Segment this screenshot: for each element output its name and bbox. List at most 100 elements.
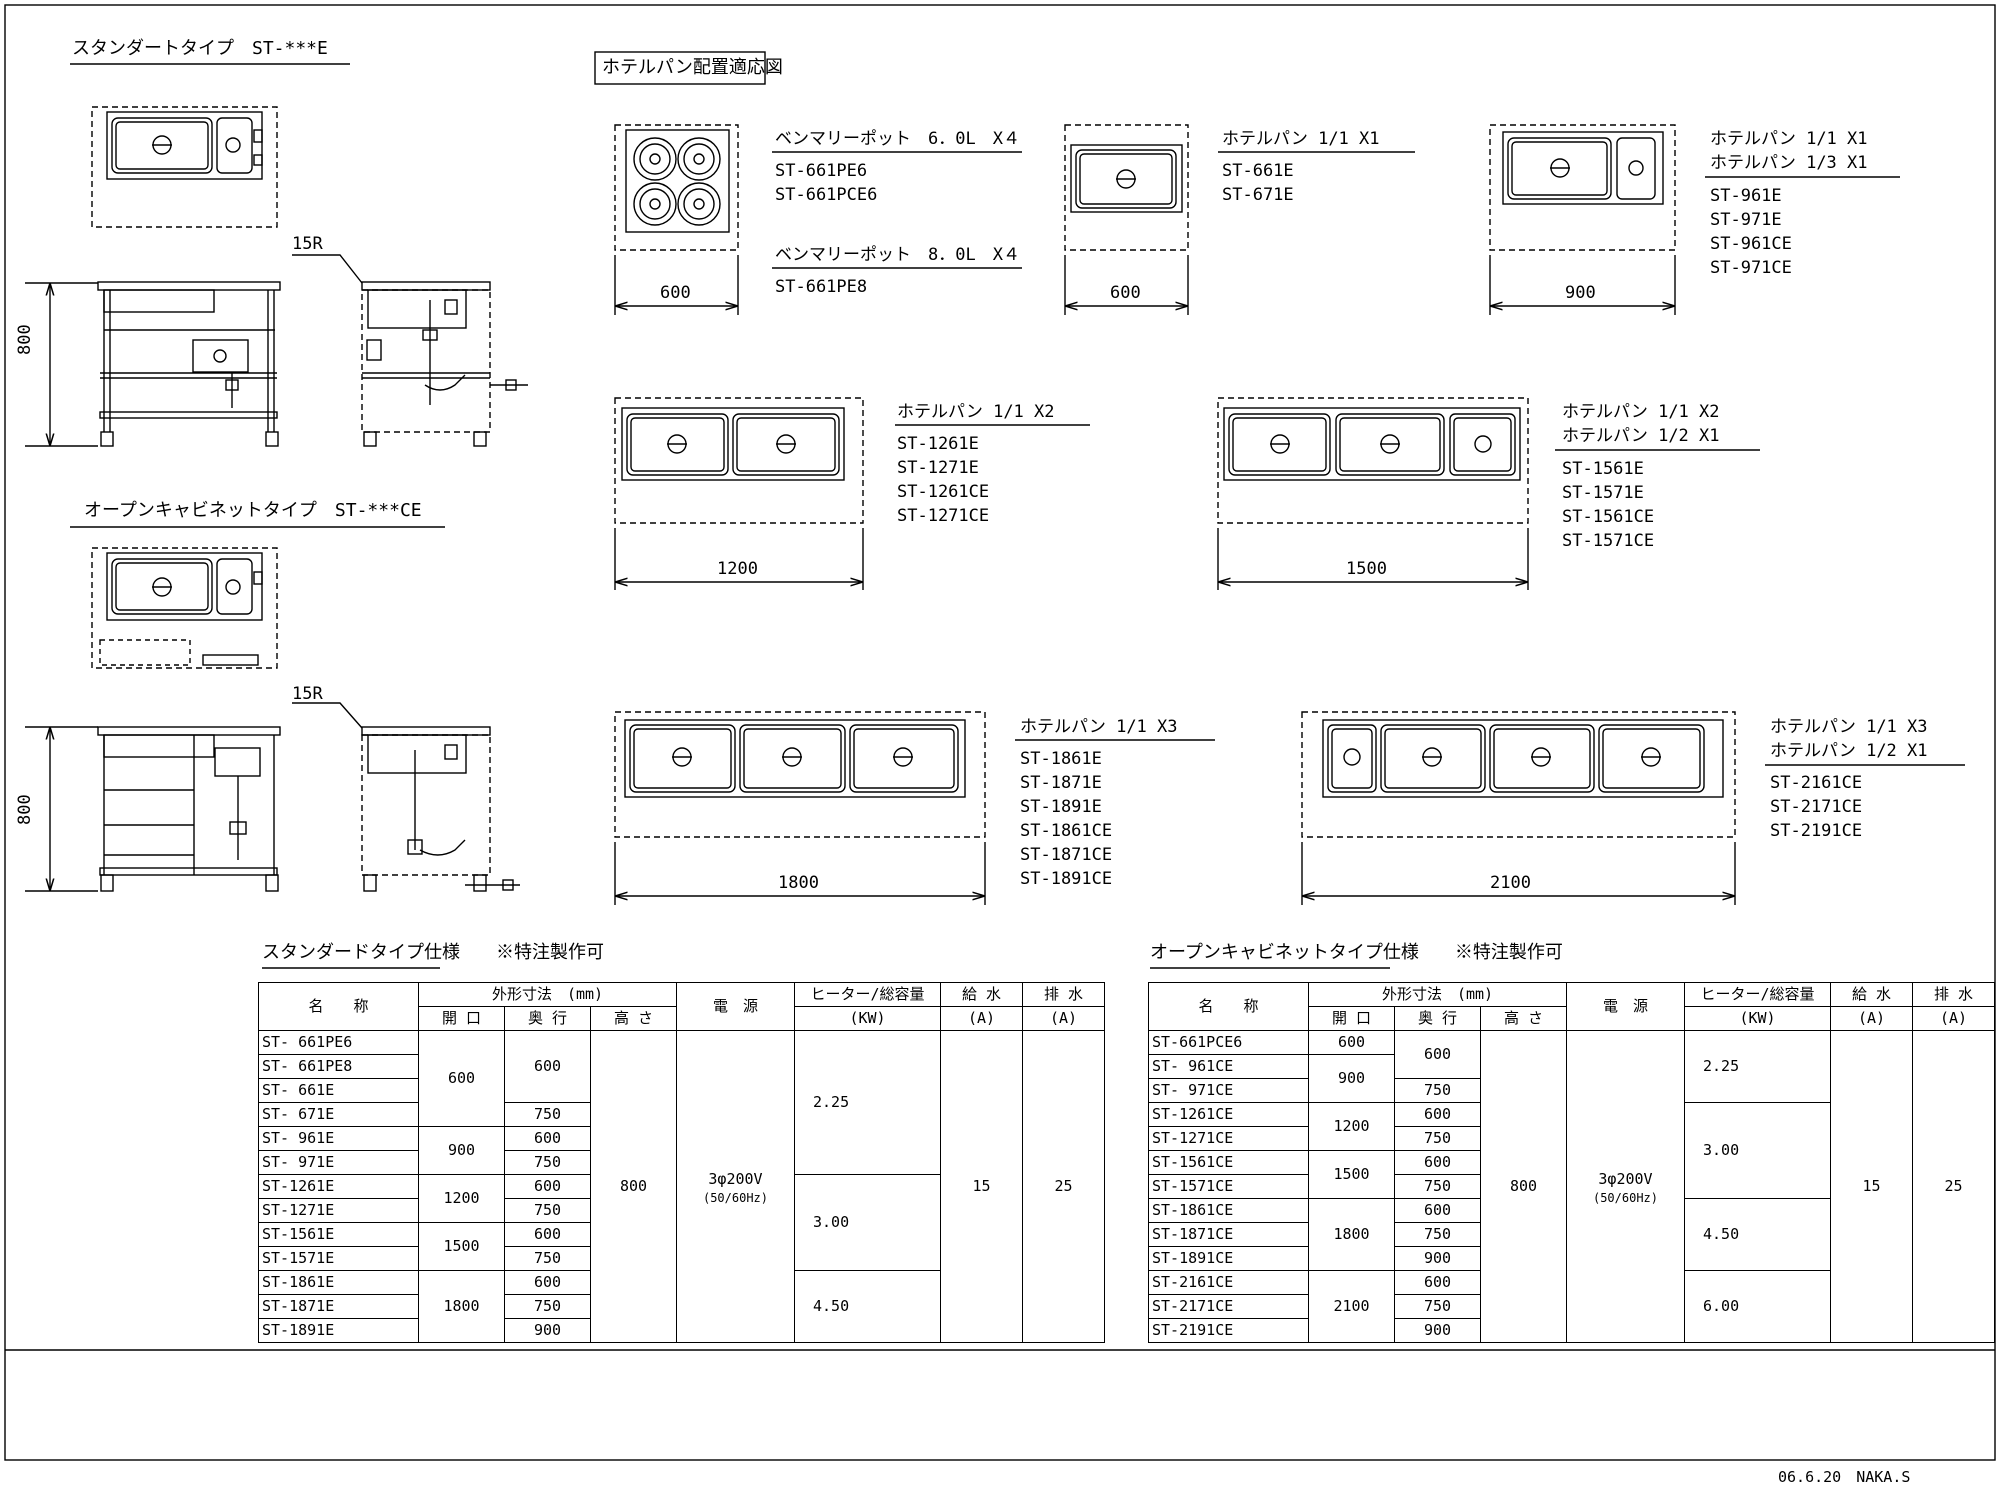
model-label: ST-1871CE: [1020, 845, 1113, 865]
header-height: 高 さ: [1480, 1006, 1567, 1031]
power-value: 3φ200V: [708, 1170, 763, 1188]
depth-cell: 600: [1394, 1270, 1481, 1295]
radius-label-standard: 15R: [292, 234, 323, 254]
model-label: ST-1861CE: [1020, 821, 1113, 841]
model-cell: ST- 661PE6: [258, 1030, 419, 1055]
drawing-stamp: 06.6.20 NAKA.S: [1778, 1468, 1911, 1486]
standard-front-view: [97, 281, 281, 447]
depth-cell: 750: [504, 1294, 591, 1319]
model-label: ST-2161CE: [1770, 773, 1863, 793]
depth-cell: 600: [504, 1030, 591, 1103]
model-label: ST-1571CE: [1562, 531, 1655, 551]
header-drain: 排 水: [1022, 982, 1105, 1007]
layout-description: ホテルパン 1/2 X1: [1770, 741, 1928, 761]
layout-width-label: 900: [1565, 283, 1596, 303]
header-drain-unit: (A): [1912, 1006, 1995, 1031]
model-label: ST-1561E: [1562, 459, 1644, 479]
layout-width-label: 2100: [1490, 873, 1531, 893]
opening-cell: 600: [1308, 1030, 1395, 1055]
model-label: ST-661PCE6: [775, 185, 878, 205]
opening-cell: 1800: [1308, 1198, 1395, 1271]
layout-description: ホテルパン 1/1 X3: [1770, 717, 1928, 737]
model-label: ST-1861E: [1020, 749, 1102, 769]
header-water-in-unit: (A): [940, 1006, 1023, 1031]
layout-width-label: 600: [1110, 283, 1141, 303]
model-cell: ST-1861E: [258, 1270, 419, 1295]
opening-cell: 1800: [418, 1270, 505, 1343]
model-cell: ST- 971CE: [1148, 1078, 1309, 1103]
header-heater-unit: (KW): [1684, 1006, 1831, 1031]
heater-cell: 4.50: [1684, 1198, 1831, 1271]
depth-cell: 900: [504, 1318, 591, 1343]
model-label: ST-1561CE: [1562, 507, 1655, 527]
open-spec-table: 名 称外形寸法 (mm)電 源ヒーター/総容量給 水排 水開 口奥 行高 さ(K…: [1148, 982, 1995, 1343]
depth-cell: 600: [504, 1222, 591, 1247]
layout-description: ホテルパン 1/2 X1: [1562, 426, 1720, 446]
drain-cell: 25: [1022, 1030, 1105, 1343]
model-cell: ST-1561CE: [1148, 1150, 1309, 1175]
opening-cell: 1200: [418, 1174, 505, 1223]
opening-cell: 2100: [1308, 1270, 1395, 1343]
model-cell: ST-1891CE: [1148, 1246, 1309, 1271]
layout-width-label: 1800: [778, 873, 819, 893]
depth-cell: 750: [1394, 1294, 1481, 1319]
layout-width-label: 600: [660, 283, 691, 303]
model-label: ST-1261CE: [897, 482, 990, 502]
header-power: 電 源: [676, 982, 795, 1031]
depth-cell: 600: [1394, 1102, 1481, 1127]
layout-width-label: 1200: [717, 559, 758, 579]
header-heater: ヒーター/総容量: [794, 982, 941, 1007]
header-opening: 開 口: [418, 1006, 505, 1031]
model-label: ST-1891E: [1020, 797, 1102, 817]
open-top-view: [91, 547, 278, 669]
model-label: ST-1571E: [1562, 483, 1644, 503]
depth-cell: 750: [1394, 1126, 1481, 1151]
depth-cell: 750: [1394, 1174, 1481, 1199]
heater-cell: 6.00: [1684, 1270, 1831, 1343]
model-cell: ST- 971E: [258, 1150, 419, 1175]
table-row: ST- 661E: [258, 1078, 1105, 1103]
open-spec-body: 名 称外形寸法 (mm)電 源ヒーター/総容量給 水排 水開 口奥 行高 さ(K…: [1148, 982, 1995, 1343]
height-label-standard: 800: [15, 324, 35, 355]
model-cell: ST-1571E: [258, 1246, 419, 1271]
model-label: ST-671E: [1222, 185, 1294, 205]
radius-label-open: 15R: [292, 684, 323, 704]
model-cell: ST- 661E: [258, 1078, 419, 1103]
model-label: ST-1261E: [897, 434, 979, 454]
model-label: ST-661E: [1222, 161, 1294, 181]
layout-description: ホテルパン 1/1 X1: [1222, 129, 1380, 149]
depth-cell: 750: [504, 1102, 591, 1127]
standard-type-title: スタンダートタイプ ST-***E: [72, 38, 328, 59]
opening-cell: 1500: [1308, 1150, 1395, 1199]
model-label: ST-661PE6: [775, 161, 868, 181]
heater-cell: 4.50: [794, 1270, 941, 1343]
header-water-in: 給 水: [940, 982, 1023, 1007]
header-heater: ヒーター/総容量: [1684, 982, 1831, 1007]
layout-diagram-1800: [614, 711, 1215, 905]
model-cell: ST-661PCE6: [1148, 1030, 1309, 1055]
open-side-view: [361, 726, 520, 892]
model-cell: ST- 961E: [258, 1126, 419, 1151]
layout-description: ベンマリーポット 8．0L X４: [775, 245, 1020, 265]
header-water-in-unit: (A): [1830, 1006, 1913, 1031]
drain-cell: 25: [1912, 1030, 1995, 1343]
layout-description: ホテルパン 1/1 X1: [1710, 129, 1868, 149]
model-cell: ST-1871CE: [1148, 1222, 1309, 1247]
open-type-title: オープンキャビネットタイプ ST-***CE: [84, 500, 422, 521]
model-label: ST-1271CE: [897, 506, 990, 526]
model-label: ST-2191CE: [1770, 821, 1863, 841]
model-label: ST-2171CE: [1770, 797, 1863, 817]
depth-cell: 750: [504, 1198, 591, 1223]
